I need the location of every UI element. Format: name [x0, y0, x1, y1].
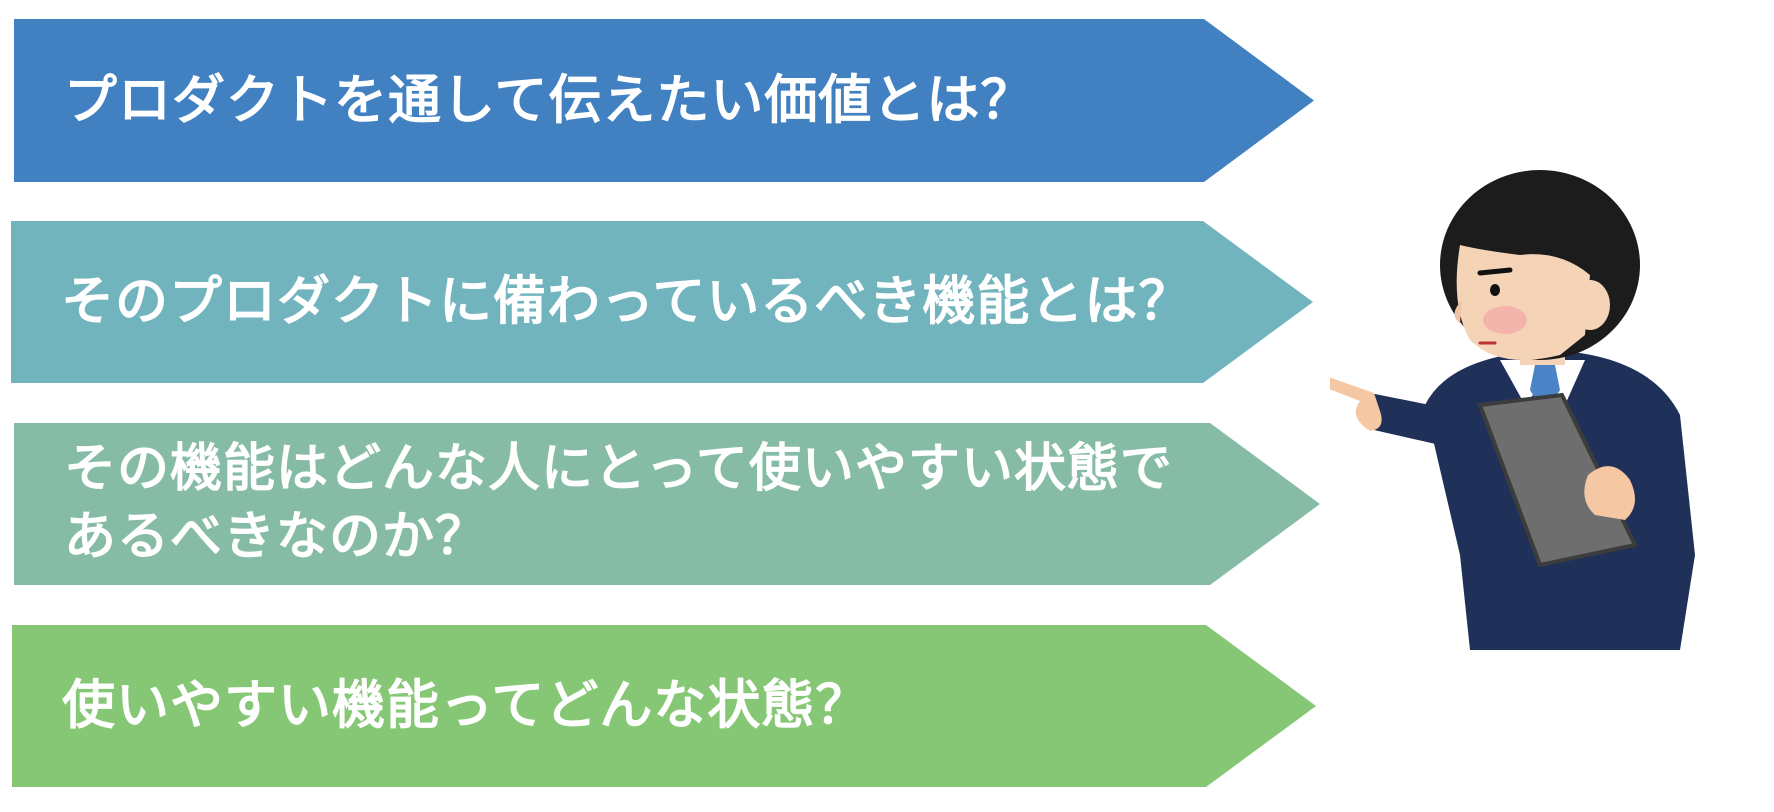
question-text: そのプロダクトに備わっているべき機能とは？ — [61, 271, 1193, 333]
question-text-line: その機能はどんな人にとって使いやすい状態で — [64, 439, 1173, 500]
question-arrow-features: そのプロダクトに備わっているべき機能とは？ — [11, 221, 1313, 383]
question-text: プロダクトを通して伝えたい価値とは？ — [64, 69, 1035, 131]
businessman-pointing-icon — [1330, 170, 1695, 650]
question-arrow-value: プロダクトを通して伝えたい価値とは？ — [14, 19, 1314, 182]
question-arrow-state: 使いやすい機能ってどんな状態？ — [12, 625, 1316, 787]
question-text: 使いやすい機能ってどんな状態？ — [62, 675, 870, 737]
question-arrow-usability: その機能はどんな人にとって使いやすい状態で あるべきなのか？ — [14, 423, 1320, 585]
question-text-line: あるべきなのか？ — [64, 507, 489, 567]
question-text-block: その機能はどんな人にとって使いやすい状態で あるべきなのか？ — [64, 436, 1173, 571]
